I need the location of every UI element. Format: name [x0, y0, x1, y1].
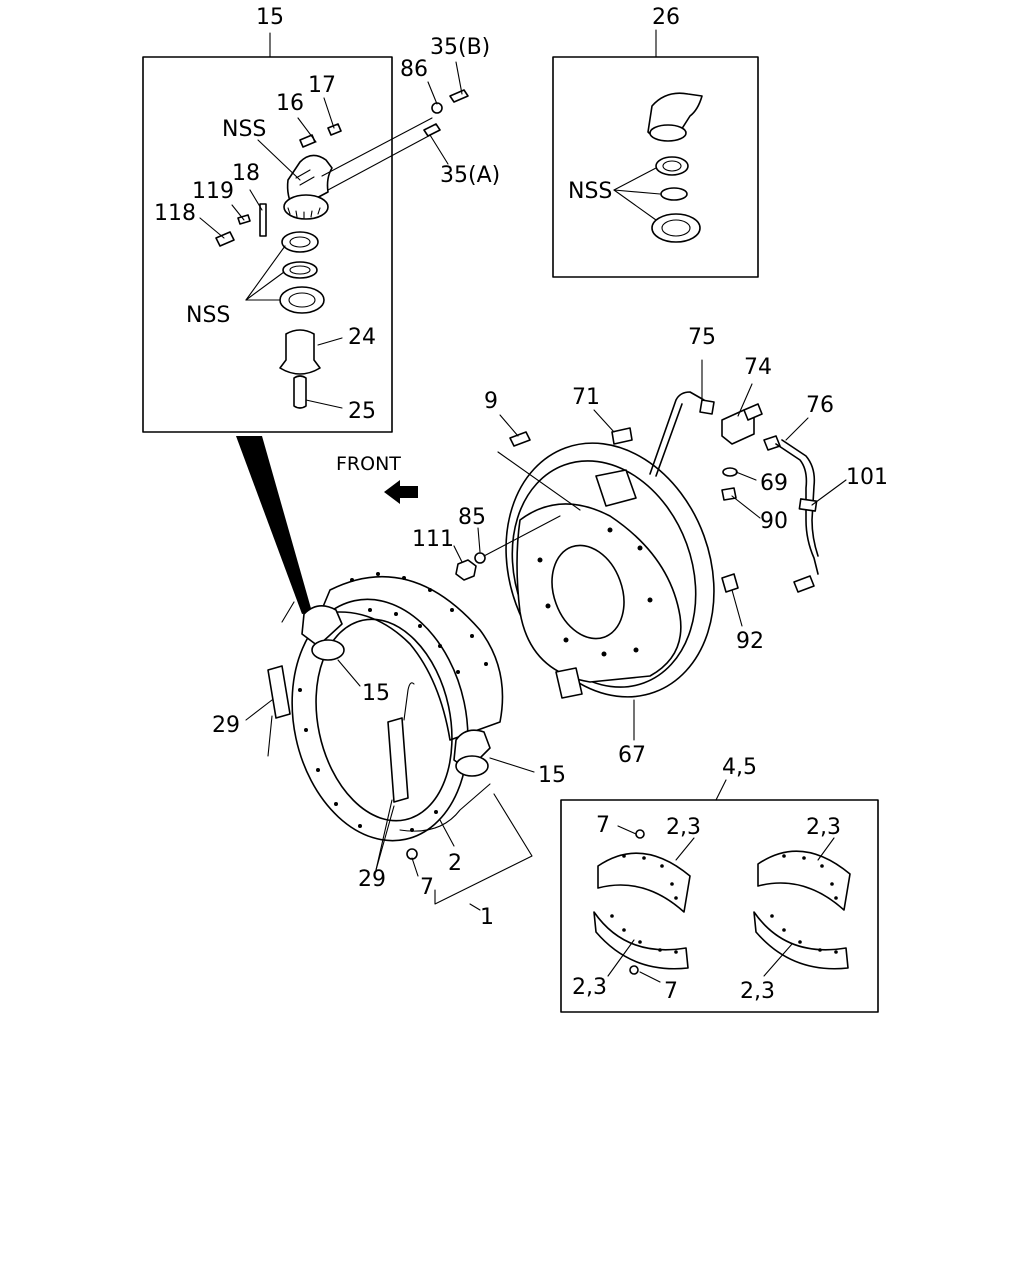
label-kit-2-3-c: 2,3 [572, 975, 607, 1000]
label-29-bottom: 29 [358, 867, 386, 892]
label-kit-7-bottom: 7 [664, 979, 678, 1004]
label-24: 24 [348, 325, 376, 350]
detail-callout-wedge [236, 436, 312, 614]
label-18: 18 [232, 161, 260, 186]
label-119: 119 [192, 179, 234, 204]
label-kit-7-top: 7 [596, 813, 610, 838]
label-front: FRONT [336, 453, 401, 475]
label-85: 85 [458, 505, 486, 530]
label-90: 90 [760, 509, 788, 534]
detail-box-15 [142, 32, 393, 433]
label-17: 17 [308, 73, 336, 98]
label-kit-2-3-b: 2,3 [806, 815, 841, 840]
label-101: 101 [846, 465, 888, 490]
label-29-left: 29 [212, 713, 240, 738]
label-67: 67 [618, 743, 646, 768]
brake-line-assembly [649, 391, 819, 593]
label-76: 76 [806, 393, 834, 418]
label-nss-b: NSS [568, 179, 612, 204]
front-arrow [384, 480, 418, 504]
label-71: 71 [572, 385, 600, 410]
label-15-mid: 15 [362, 681, 390, 706]
brake-shoe-assembly [267, 572, 504, 871]
label-118: 118 [154, 201, 196, 226]
label-7-main: 7 [420, 875, 434, 900]
label-16: 16 [276, 91, 304, 116]
label-nss-a: NSS [222, 117, 266, 142]
label-35b: 35(B) [430, 35, 490, 60]
label-35a: 35(A) [440, 163, 500, 188]
label-26: 26 [652, 5, 680, 30]
backing-plate [455, 427, 739, 699]
label-1: 1 [480, 905, 494, 930]
label-111: 111 [412, 527, 454, 552]
lining-kit-box [560, 779, 879, 1013]
label-75: 75 [688, 325, 716, 350]
callout-labels: 15 26 35(B) 86 17 16 NSS 35(A) 18 119 11… [154, 5, 888, 1004]
label-kit-2-3-a: 2,3 [666, 815, 701, 840]
label-25: 25 [348, 399, 376, 424]
leader-lines-box15 [199, 61, 463, 409]
leader-lines-main [245, 359, 847, 911]
label-15-top: 15 [256, 5, 284, 30]
label-69: 69 [760, 471, 788, 496]
detail-box-26 [552, 29, 759, 278]
label-9: 9 [484, 389, 498, 414]
label-4-5: 4,5 [722, 755, 757, 780]
label-15-right: 15 [538, 763, 566, 788]
wheel-cylinder-part [215, 89, 469, 409]
label-nss-c: NSS [186, 303, 230, 328]
label-74: 74 [744, 355, 772, 380]
label-2: 2 [448, 851, 462, 876]
label-kit-2-3-d: 2,3 [740, 979, 775, 1004]
label-86: 86 [400, 57, 428, 82]
label-92: 92 [736, 629, 764, 654]
